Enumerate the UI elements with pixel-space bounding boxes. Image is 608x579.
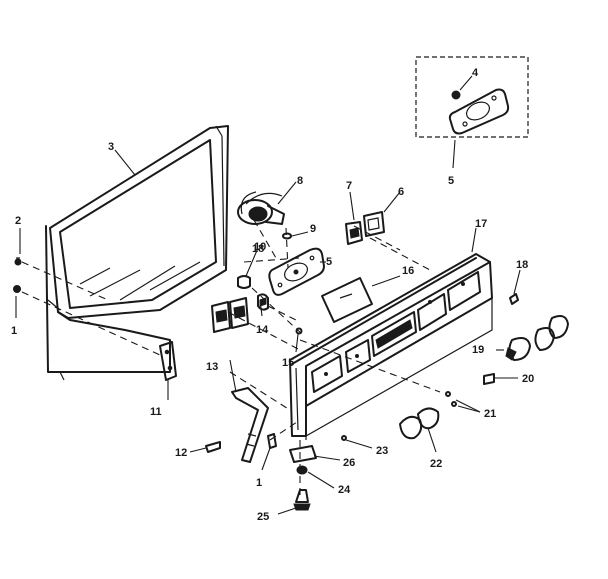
callout-15: 15 <box>282 357 294 369</box>
callout-5-main: 5 <box>326 256 332 268</box>
callout-19: 19 <box>472 344 484 356</box>
callout-17: 17 <box>475 218 487 230</box>
knob-bezel-inset <box>448 88 510 135</box>
knobs-19 <box>505 315 569 361</box>
screws-21 <box>445 391 457 407</box>
callout-8: 8 <box>297 175 303 187</box>
callout-24: 24 <box>338 484 351 496</box>
lamp-18-left <box>237 275 251 289</box>
screw-15 <box>295 327 303 335</box>
bracket-11 <box>159 341 177 381</box>
callout-10: 10 <box>254 241 266 253</box>
control-panel-17 <box>289 253 493 440</box>
callout-9: 9 <box>310 223 316 235</box>
knob-inset-part <box>451 90 461 100</box>
callout-22: 22 <box>430 458 442 470</box>
bracket-26 <box>289 445 317 463</box>
knob-bezel-5 <box>268 247 325 296</box>
callout-25: 25 <box>257 511 269 523</box>
foot-25 <box>293 489 311 511</box>
callout-20: 20 <box>522 373 534 385</box>
screw-12 <box>205 441 221 453</box>
screw-1-bottom <box>267 433 277 449</box>
rear-panel <box>45 125 229 381</box>
callout-14: 14 <box>256 324 269 336</box>
screw-1-left <box>13 285 21 293</box>
callout-6: 6 <box>398 186 404 198</box>
callout-18-left: 18 <box>252 243 264 255</box>
callout-5-inset: 5 <box>448 175 454 187</box>
callout-12: 12 <box>175 447 187 459</box>
callout-3: 3 <box>108 141 114 153</box>
callout-4: 4 <box>472 67 479 79</box>
clip-14 <box>257 293 269 311</box>
callout-26: 26 <box>343 457 355 469</box>
screw-23 <box>341 435 347 441</box>
callout-7: 7 <box>346 180 352 192</box>
window-16 <box>321 277 373 323</box>
callout-1-bottom: 1 <box>256 477 262 489</box>
screw-18-right <box>509 293 519 305</box>
screw-9 <box>282 232 292 240</box>
bracket-13 <box>231 387 269 463</box>
callout-13: 13 <box>206 361 218 373</box>
inset-box <box>415 56 529 169</box>
callout-11: 11 <box>150 406 162 418</box>
screw-2 <box>14 257 22 266</box>
switch-6 <box>363 211 385 237</box>
knobs-22 <box>399 407 440 440</box>
callout-1-left: 1 <box>11 325 17 337</box>
callout-18-right: 18 <box>516 259 528 271</box>
callout-23: 23 <box>376 445 388 457</box>
callout-21: 21 <box>484 408 496 420</box>
callout-2: 2 <box>15 215 21 227</box>
clip-24 <box>296 465 308 475</box>
screw-20 <box>483 373 495 385</box>
callout-16: 16 <box>402 265 414 277</box>
switch-7 <box>345 221 363 245</box>
timer-motor-8 <box>237 191 285 225</box>
switch-block-10 <box>211 297 249 333</box>
